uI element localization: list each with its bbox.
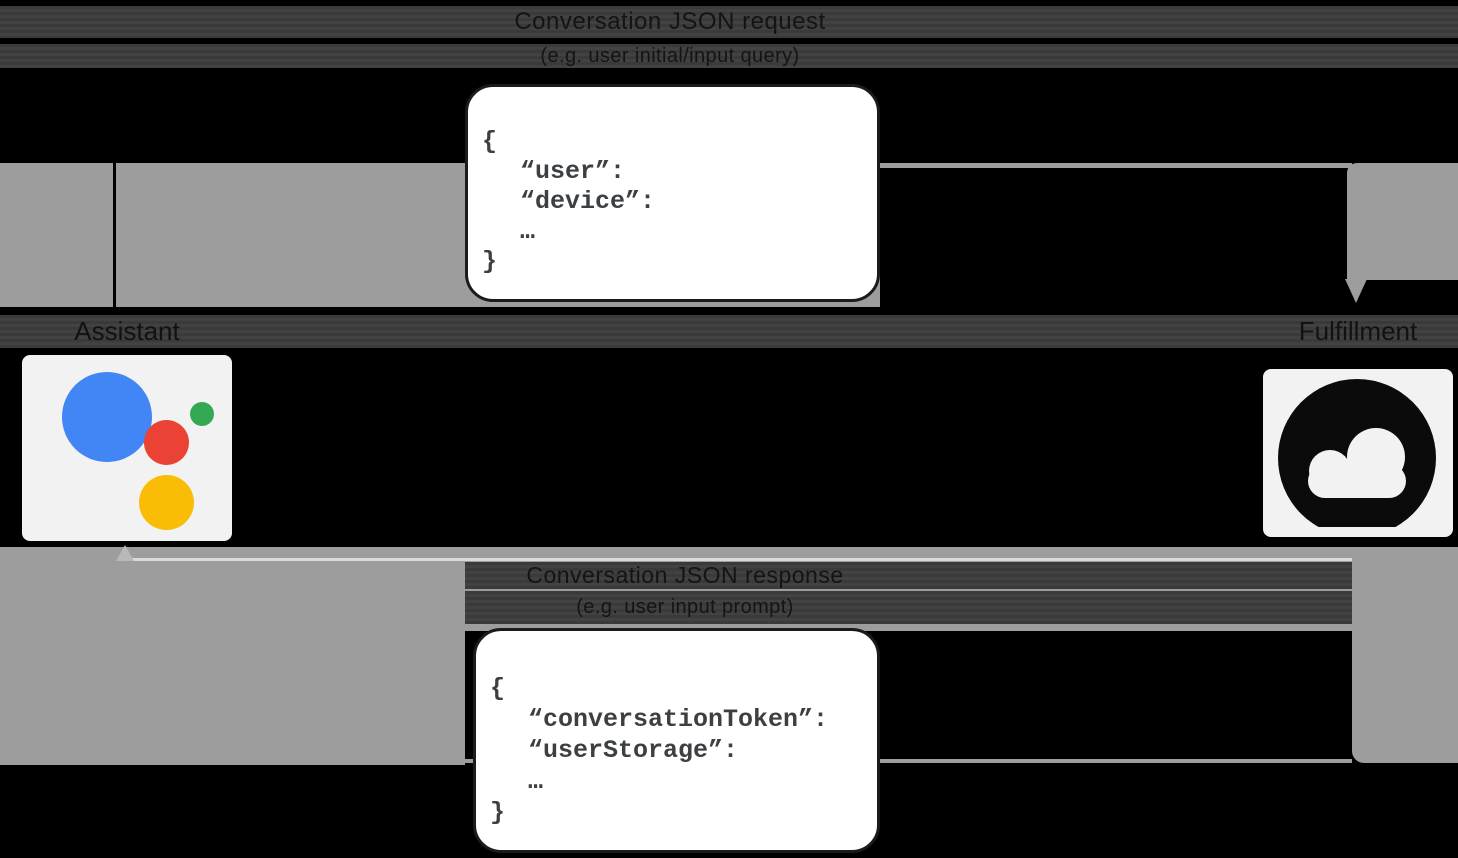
response-json-line: “userStorage”: [528,736,739,765]
request-label-row-1: Conversation JSON request [0,6,1458,38]
request-json-line: … [520,217,536,246]
node-label-row: Assistant Fulfillment [0,315,1458,348]
request-label-line1: Conversation JSON request [514,8,826,35]
response-arrow-edge-line [130,558,1352,561]
response-arrow-end-block [0,547,465,765]
response-arrowhead-icon [116,545,134,561]
response-json-line: “conversationToken”: [528,705,829,734]
assistant-blue-circle [62,372,152,462]
response-label-line2: (e.g. user input prompt) [576,596,794,618]
assistant-label: Assistant [74,316,180,346]
assistant-yellow-circle [139,475,194,530]
response-label-row-2: (e.g. user input prompt) [465,591,1352,624]
response-json-line: } [490,798,506,827]
request-json-line: “device”: [520,187,656,216]
fulfillment-label: Fulfillment [1298,316,1418,346]
assistant-green-circle [190,402,214,426]
request-arrow-edge-line [880,163,1352,168]
assistant-red-circle [144,420,189,465]
request-json-box: { “user”: “device”: … } [465,84,880,302]
response-json-line: … [528,767,544,796]
request-arrowhead-icon [1345,279,1367,303]
request-json-line: } [482,247,498,276]
request-json-line: “user”: [520,157,626,186]
request-label-row-2: (e.g. user initial/input query) [0,44,1458,68]
response-label-row-1: Conversation JSON response [465,562,1352,589]
response-json-line: { [490,674,506,703]
cloud-icon [1278,379,1436,527]
fulfillment-cloud-icon [1263,369,1453,537]
request-arrow-tail [0,163,113,307]
response-arrow-bottom-line [460,759,1352,763]
google-assistant-icon [22,355,232,541]
response-arrow-down-segment [1352,547,1458,763]
response-label-line1: Conversation JSON response [526,562,844,588]
request-arrow-down-segment [1347,163,1458,280]
request-json-line: { [482,127,498,156]
response-json-box: { “conversationToken”: “userStorage”: … … [473,628,880,853]
request-label-line2: (e.g. user initial/input query) [540,45,800,67]
